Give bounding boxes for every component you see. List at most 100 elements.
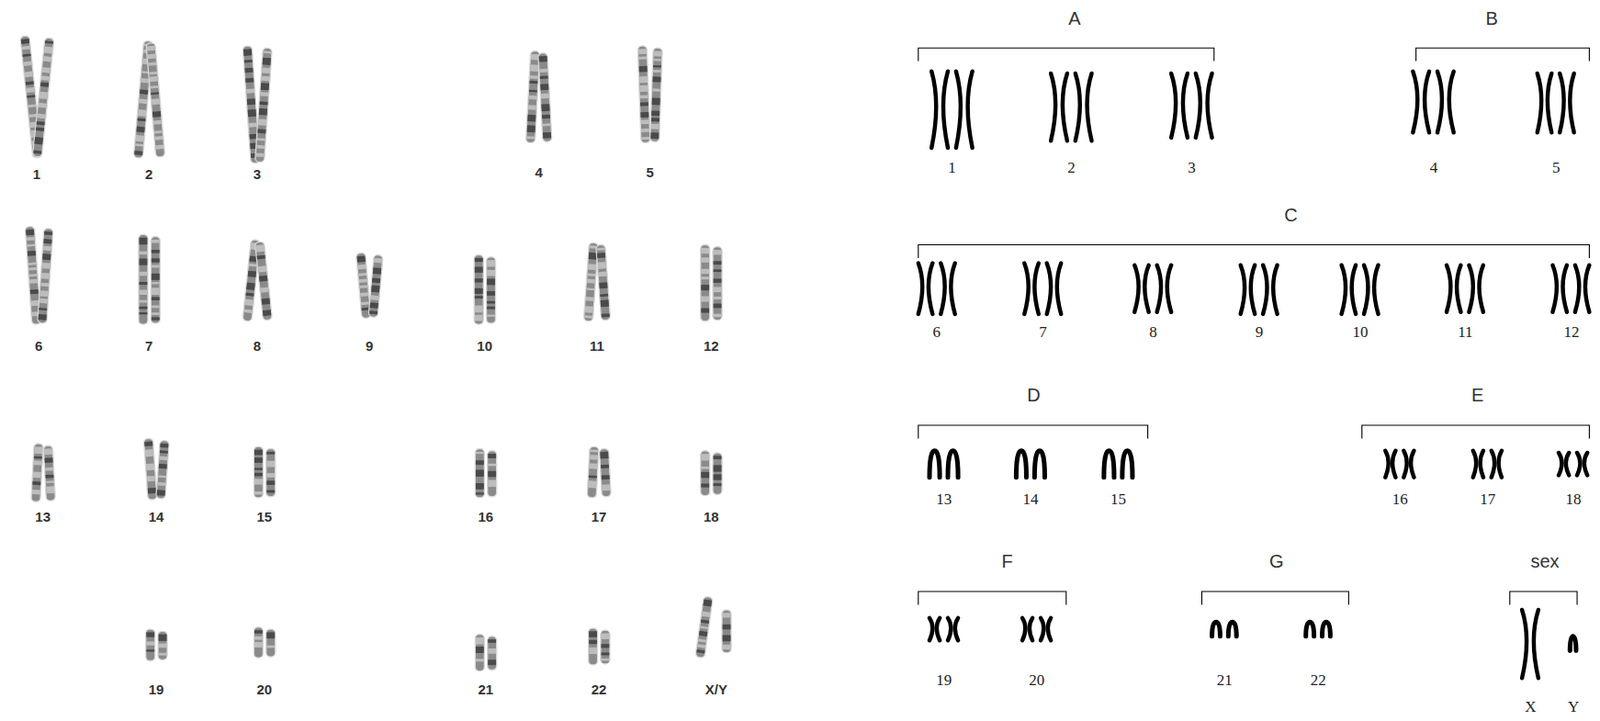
banded-chromosome — [255, 241, 273, 321]
chromosome-number: 22 — [1310, 671, 1327, 690]
group-letter: E — [1471, 383, 1484, 406]
banded-chromosome — [637, 45, 651, 144]
chromosome-number: 15 — [256, 508, 272, 525]
ideogram-chromatid — [1167, 265, 1172, 313]
ideogram-chromatid — [1437, 71, 1443, 134]
group-letter: F — [1001, 551, 1013, 573]
ideogram-chromatid — [1569, 73, 1574, 133]
chromosome-number: 16 — [477, 508, 494, 525]
ideogram-chromatid — [1559, 73, 1564, 133]
ideogram-chromatid — [1047, 262, 1051, 315]
chromosome-number: 13 — [935, 490, 952, 509]
acrocentric-chromosome — [947, 450, 958, 478]
ideogram-chromatid — [1547, 73, 1552, 133]
group-letter: A — [1068, 7, 1081, 29]
ideogram-chromatid — [1075, 73, 1081, 141]
chromosome-number: 14 — [1023, 490, 1039, 509]
chromosome-number: 10 — [1352, 323, 1368, 342]
banded-chromosome — [650, 47, 664, 142]
group-bracket — [1509, 591, 1578, 605]
ideogram-chromatid — [1478, 265, 1483, 313]
ideogram-chromatid — [1240, 265, 1245, 315]
ideogram-chromatid — [1029, 618, 1033, 641]
ideogram-chromatid — [1566, 452, 1569, 475]
ideogram-chromatid — [1412, 71, 1418, 134]
ideogram-chromatid — [955, 618, 958, 641]
chromosome-number: 21 — [477, 680, 494, 697]
ideogram-chromatid — [1491, 450, 1495, 478]
ideogram-chromatid — [1552, 265, 1556, 313]
banded-chromosome — [486, 257, 496, 324]
chromosome-number: 6 — [933, 323, 942, 342]
chromosome-number: X/Y — [705, 680, 728, 697]
ideogram-chromatid — [931, 71, 936, 148]
banded-chromosome — [43, 445, 56, 501]
banded-chromosome — [600, 630, 610, 665]
ideogram-chromatid — [947, 618, 951, 641]
ideogram-chromatid — [1410, 450, 1414, 478]
ideogram-chromatid — [1171, 73, 1176, 138]
ideogram-chromatid — [1352, 265, 1356, 315]
ideogram-chromatid — [1363, 265, 1368, 315]
banded-chromosome — [700, 450, 710, 496]
group-bracket — [918, 244, 1590, 258]
chromosome-number: 12 — [1563, 323, 1579, 342]
acrocentric-chromosome — [1321, 621, 1330, 637]
banded-chromosome — [157, 630, 168, 660]
chromosome-number: 3 — [253, 165, 261, 181]
chromosome-number: 18 — [1566, 490, 1582, 509]
banded-chromosome — [474, 634, 485, 672]
banded-chromosome — [599, 448, 612, 497]
chromosome-number: 7 — [145, 337, 153, 353]
acrocentric-chromosome — [1034, 450, 1045, 478]
group-bracket — [1416, 47, 1590, 61]
group-letter: C — [1284, 204, 1297, 226]
ideogram-chromatid — [1385, 450, 1388, 478]
banded-chromosome — [596, 244, 611, 321]
group-bracket — [1362, 425, 1590, 439]
ideogram-chromatid — [1577, 452, 1580, 475]
ideogram-chromatid — [1022, 618, 1026, 641]
banded-chromosome — [368, 254, 384, 317]
chromosome-number: 14 — [148, 508, 165, 525]
ideogram-chromatid — [1584, 452, 1588, 475]
chromosome-number: 12 — [703, 337, 720, 353]
banded-chromosome — [143, 438, 158, 500]
chromosome-number: 18 — [703, 508, 720, 525]
chromosome-number: Y — [1567, 698, 1579, 717]
banded-chromosome — [253, 627, 263, 658]
banded-chromosome — [474, 449, 485, 498]
chromosome-number: 3 — [1187, 158, 1196, 178]
chromosome-number: 17 — [1479, 490, 1496, 509]
acrocentric-chromosome — [1228, 621, 1237, 637]
banded-chromosome — [586, 446, 599, 498]
chromosome-number: 19 — [148, 680, 165, 697]
chromosome-number: 5 — [1552, 158, 1561, 178]
chromosome-number: 16 — [1392, 490, 1409, 509]
banded-chromosome — [31, 443, 44, 503]
ideogram-chromatid — [1533, 609, 1539, 678]
ideogram-chromatid — [1207, 73, 1213, 138]
acrocentric-chromosome — [1015, 450, 1026, 478]
acrocentric-chromosome — [1122, 450, 1133, 478]
acrocentric-chromosome — [1104, 450, 1115, 478]
chromosome-number: 8 — [253, 337, 261, 353]
ideogram-chromatid — [1183, 73, 1188, 138]
banded-chromosome — [473, 255, 484, 326]
chromosome-number: 11 — [589, 337, 605, 353]
banded-chromosome — [695, 596, 713, 658]
ideogram-chromatid — [1024, 262, 1028, 315]
chromosome-number: 10 — [476, 337, 493, 353]
ideogram-chromatid — [1537, 73, 1542, 133]
chromosome-number: 2 — [145, 165, 153, 181]
ideogram-chromatid — [1047, 618, 1051, 641]
ideogram-chromatid — [1050, 73, 1056, 141]
chromosome-number: 17 — [591, 508, 608, 525]
ideogram-chromatid — [1558, 452, 1562, 475]
group-bracket — [1201, 591, 1349, 605]
banded-chromosome — [253, 446, 263, 498]
banded-chromosome — [255, 47, 273, 163]
chromosome-number: 22 — [591, 680, 608, 697]
ideogram-chromatid — [1446, 265, 1451, 313]
